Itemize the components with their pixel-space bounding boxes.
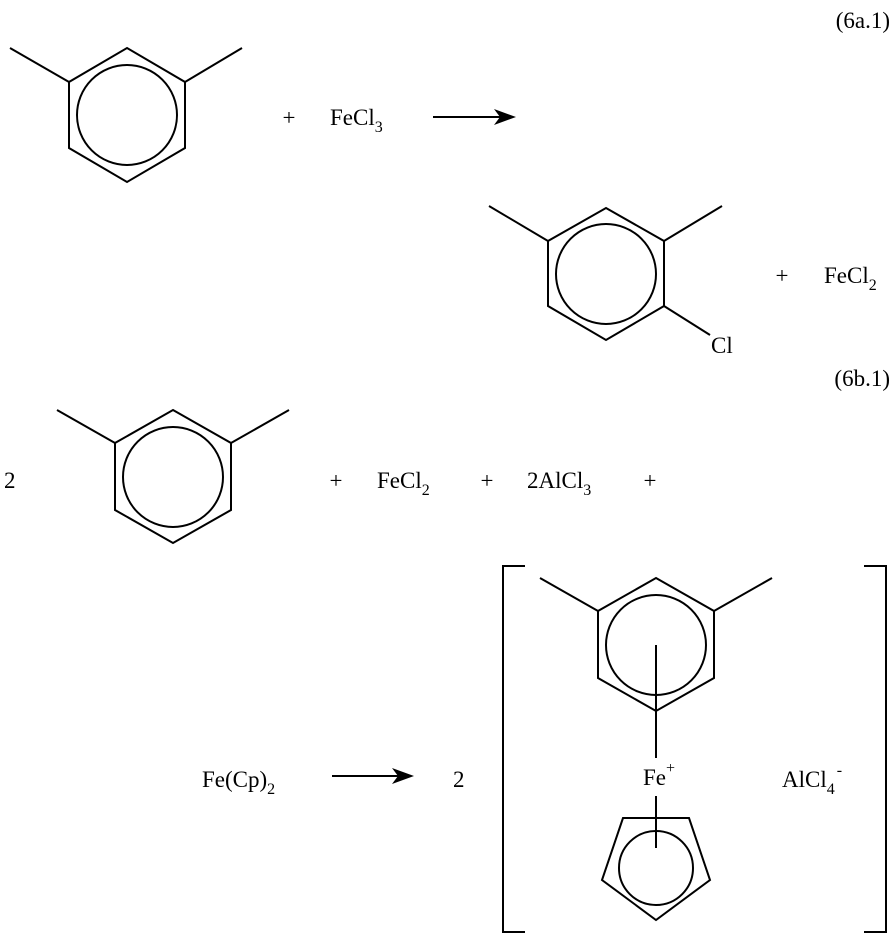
plus-sign: + — [481, 468, 494, 493]
aluminum-chloride-formula: 2AlCl3 — [527, 468, 591, 499]
reaction-arrow — [332, 768, 414, 784]
equation-label-6b: (6b.1) — [834, 366, 890, 391]
right-bracket — [864, 566, 886, 932]
iron-cation-label: Fe+ — [643, 760, 675, 790]
chloro-xylene-product — [489, 206, 722, 340]
ferric-chloride-formula: FeCl3 — [330, 105, 383, 136]
stoichiometric-coefficient: 2 — [453, 767, 465, 792]
ferrous-chloride-formula: FeCl2 — [377, 468, 430, 499]
ferrocene-formula: Fe(Cp)2 — [202, 767, 275, 798]
reaction-arrow — [433, 109, 516, 125]
left-bracket — [503, 566, 525, 932]
equation-label-6a: (6a.1) — [836, 8, 890, 33]
plus-sign: + — [644, 468, 657, 493]
m-xylene-reactant — [10, 48, 242, 182]
stoichiometric-coefficient: 2 — [4, 468, 16, 493]
m-xylene-reactant — [57, 410, 289, 543]
plus-sign: + — [330, 468, 343, 493]
ferrous-chloride-formula: FeCl2 — [824, 263, 877, 294]
plus-sign: + — [283, 105, 296, 130]
chlorine-substituent-label: Cl — [711, 333, 733, 358]
plus-sign: + — [776, 263, 789, 288]
tetrachloroaluminate-counter-ion: AlCl4- — [782, 762, 842, 798]
